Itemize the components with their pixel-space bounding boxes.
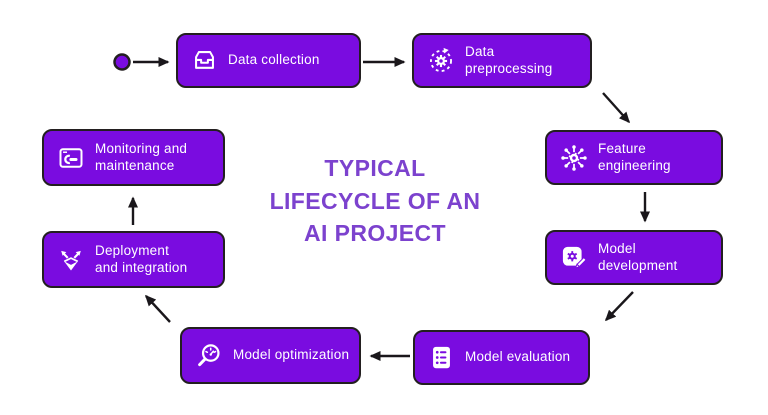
gear-pencil-icon bbox=[560, 244, 588, 272]
arrow-preprocessing-to-feature bbox=[602, 92, 631, 124]
checklist-icon bbox=[428, 344, 455, 371]
node-label: Feature engineering bbox=[598, 140, 671, 173]
network-hub-icon bbox=[560, 144, 588, 172]
node-label: Deployment and integration bbox=[95, 242, 188, 275]
node-monitoring-maintenance: Monitoring and maintenance bbox=[42, 129, 225, 186]
arrow-development-to-evaluation bbox=[604, 291, 634, 322]
node-feature-engineering: Feature engineering bbox=[545, 130, 723, 185]
node-label: Model evaluation bbox=[465, 349, 571, 365]
inbox-icon bbox=[191, 47, 218, 74]
open-box-arrows-icon bbox=[57, 246, 85, 274]
arrow-optimization-to-deployment bbox=[144, 294, 171, 323]
node-label: Data collection bbox=[228, 52, 320, 68]
node-model-development: Model development bbox=[545, 230, 723, 285]
node-model-optimization: Model optimization bbox=[180, 327, 361, 384]
gear-refresh-icon bbox=[427, 47, 455, 75]
node-data-collection: Data collection bbox=[176, 33, 361, 88]
window-wrench-icon bbox=[57, 144, 85, 172]
node-label: Data preprocessing bbox=[465, 43, 553, 76]
node-label: Monitoring and maintenance bbox=[95, 140, 188, 173]
node-label: Model optimization bbox=[233, 347, 350, 363]
magnifier-gauge-icon bbox=[195, 342, 223, 370]
node-model-evaluation: Model evaluation bbox=[413, 330, 590, 385]
node-deployment-integration: Deployment and integration bbox=[42, 231, 225, 288]
node-data-preprocessing: Data preprocessing bbox=[412, 33, 592, 88]
start-dot bbox=[113, 53, 131, 71]
diagram-title: TYPICAL LIFECYCLE OF AN AI PROJECT bbox=[269, 155, 481, 247]
node-label: Model development bbox=[598, 240, 678, 273]
